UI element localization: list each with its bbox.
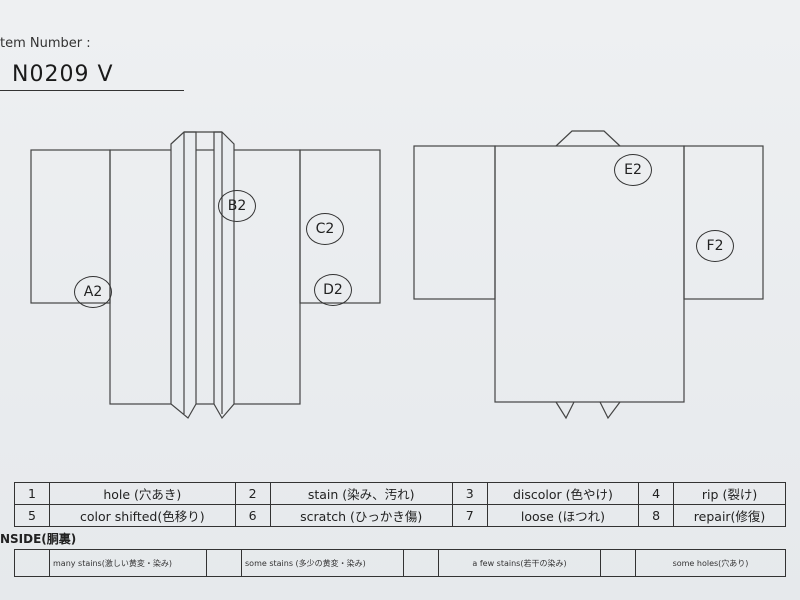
legend-text: loose (ほつれ): [486, 504, 640, 527]
checkbox-cell[interactable]: [403, 549, 439, 577]
legend-text: rip (裂け): [673, 482, 786, 505]
legend-text: discolor (色やけ): [486, 482, 640, 505]
legend-text: scratch (ひっかき傷): [269, 504, 453, 527]
legend-num: 4: [638, 482, 675, 505]
mark-e2: E2: [614, 154, 652, 186]
inside-row: many stains(激しい黄変・染み) some stains (多少の黄変…: [14, 549, 786, 577]
legend-num: 3: [451, 482, 488, 505]
back-view-diagram: [413, 130, 764, 420]
legend-text: color shifted(色移り): [49, 504, 236, 527]
legend-text: repair(修復): [673, 504, 786, 527]
legend-num: 8: [638, 504, 675, 527]
back-left-sleeve: [413, 145, 496, 300]
checkbox-cell[interactable]: [206, 549, 242, 577]
legend-text: stain (染み、汚れ): [269, 482, 453, 505]
inside-option: some holes(穴あり): [635, 549, 786, 577]
mark-d2: D2: [314, 274, 352, 306]
back-left-tab: [555, 401, 575, 420]
legend-num: 2: [234, 482, 271, 505]
legend-row: 5 color shifted(色移り) 6 scratch (ひっかき傷) 7…: [14, 504, 786, 527]
garment-diagrams: [30, 130, 764, 420]
legend-num: 5: [14, 504, 50, 527]
front-body: [109, 149, 301, 405]
back-right-sleeve: [683, 145, 764, 300]
legend-num: 1: [14, 482, 50, 505]
front-right-collar: [213, 131, 235, 420]
inside-lining-table: many stains(激しい黄変・染み) some stains (多少の黄変…: [14, 549, 786, 577]
legend-text: hole (穴あき): [49, 482, 236, 505]
inside-option: a few stains(若干の染み): [438, 549, 601, 577]
mark-a2: A2: [74, 276, 112, 308]
mark-b2: B2: [218, 190, 256, 222]
damage-legend-table: 1 hole (穴あき) 2 stain (染み、汚れ) 3 discolor …: [14, 482, 786, 527]
back-body: [494, 145, 685, 403]
legend-num: 7: [451, 504, 488, 527]
item-number-label: tem Number :: [0, 36, 91, 51]
inside-option: some stains (多少の黄変・染み): [241, 549, 404, 577]
legend-row: 1 hole (穴あき) 2 stain (染み、汚れ) 3 discolor …: [14, 482, 786, 505]
checkbox-cell[interactable]: [600, 549, 636, 577]
item-number-value: N0209 V: [12, 62, 114, 87]
mark-c2: C2: [306, 213, 344, 245]
item-number-underline: [0, 90, 184, 91]
back-right-tab: [599, 401, 621, 420]
mark-f2: F2: [696, 230, 734, 262]
inside-label: NSIDE(胴裏): [0, 532, 77, 546]
checkbox-cell[interactable]: [14, 549, 50, 577]
legend-num: 6: [234, 504, 271, 527]
back-collar: [555, 130, 621, 147]
inside-option: many stains(激しい黄変・染み): [49, 549, 207, 577]
